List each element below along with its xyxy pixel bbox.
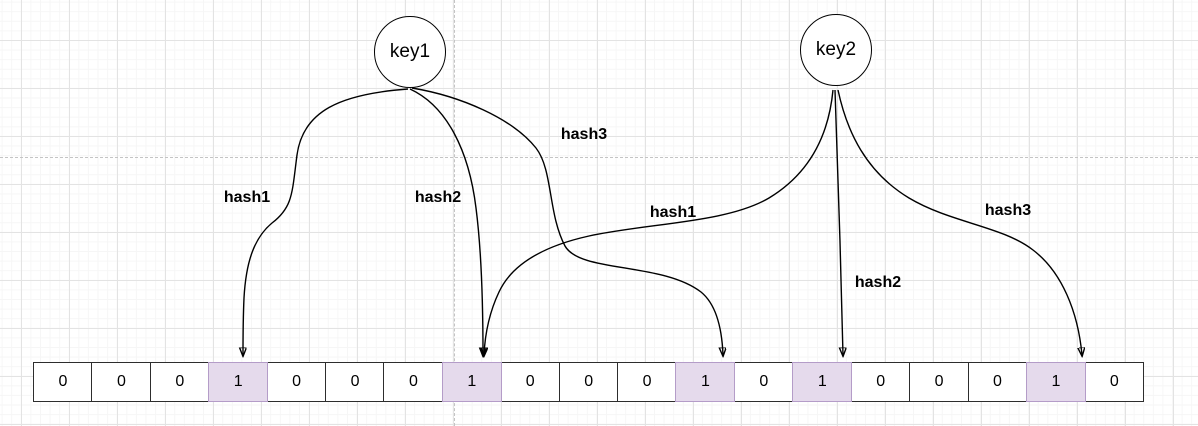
bit-cell-18[interactable]: 0: [1084, 362, 1145, 402]
key-node-label: key1: [389, 41, 431, 62]
hash-label-key1-hash2[interactable]: hash2: [414, 189, 462, 206]
bit-cell-6[interactable]: 0: [383, 362, 444, 402]
hash-label-key1-hash3[interactable]: hash3: [560, 126, 608, 143]
bit-cell-2[interactable]: 0: [149, 362, 210, 402]
key-node-key2[interactable]: key2: [800, 14, 872, 86]
bit-cell-1[interactable]: 0: [91, 362, 152, 402]
page-break-guide-horizontal: [0, 157, 1198, 158]
edge-key1-hash1-to-cell3[interactable]: [243, 88, 409, 355]
bit-cell-5[interactable]: 0: [325, 362, 386, 402]
page-break-guide-vertical: [454, 0, 455, 426]
bit-cell-16[interactable]: 0: [967, 362, 1028, 402]
bit-cell-15[interactable]: 0: [909, 362, 970, 402]
bit-cell-11-set[interactable]: 1: [675, 362, 736, 402]
edge-key2-hash2-to-cell13[interactable]: [834, 89, 843, 355]
bit-cell-14[interactable]: 0: [850, 362, 911, 402]
hash-label-key1-hash1[interactable]: hash1: [223, 189, 271, 206]
bit-cell-9[interactable]: 0: [558, 362, 619, 402]
edge-key1-hash2-to-cell7[interactable]: [409, 88, 483, 355]
bit-cell-0[interactable]: 0: [33, 362, 93, 402]
bit-cell-4[interactable]: 0: [266, 362, 327, 402]
key-node-label: key2: [815, 39, 857, 60]
key-node-key1[interactable]: key1: [374, 16, 446, 88]
bit-cell-10[interactable]: 0: [617, 362, 678, 402]
bit-cell-12[interactable]: 0: [733, 362, 794, 402]
hash-label-key2-hash2[interactable]: hash2: [854, 274, 902, 291]
bit-cell-3-set[interactable]: 1: [208, 362, 269, 402]
bit-cell-7-set[interactable]: 1: [441, 362, 502, 402]
bit-cell-17-set[interactable]: 1: [1025, 362, 1086, 402]
edge-key1-hash3-to-cell11[interactable]: [411, 87, 723, 355]
bit-cell-8[interactable]: 0: [500, 362, 561, 402]
bit-cell-13-set[interactable]: 1: [792, 362, 853, 402]
hash-label-key2-hash3[interactable]: hash3: [984, 202, 1032, 219]
edge-key2-hash3-to-cell17[interactable]: [837, 89, 1082, 355]
hash-label-key2-hash1[interactable]: hash1: [649, 204, 697, 221]
edge-key2-hash1-to-cell7[interactable]: [484, 89, 834, 355]
